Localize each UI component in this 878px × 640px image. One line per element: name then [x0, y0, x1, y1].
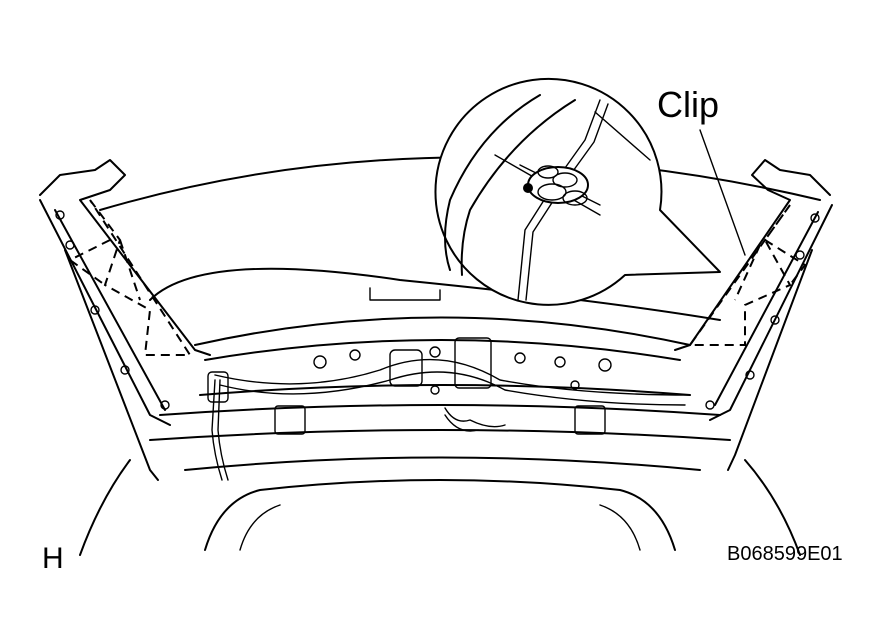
clip-leader-line — [699, 129, 746, 256]
clip-label: Clip — [657, 84, 719, 125]
view-code-label: H — [42, 542, 64, 575]
left-pillar-trim — [39, 159, 211, 481]
back-door-lower-panel — [149, 316, 731, 481]
clip-detail-inset — [434, 77, 721, 306]
figure-id-label: B068599E01 — [727, 543, 843, 565]
vehicle-rear-opening — [79, 459, 801, 556]
clip-icon — [523, 165, 589, 206]
right-pillar-trim — [674, 159, 833, 471]
